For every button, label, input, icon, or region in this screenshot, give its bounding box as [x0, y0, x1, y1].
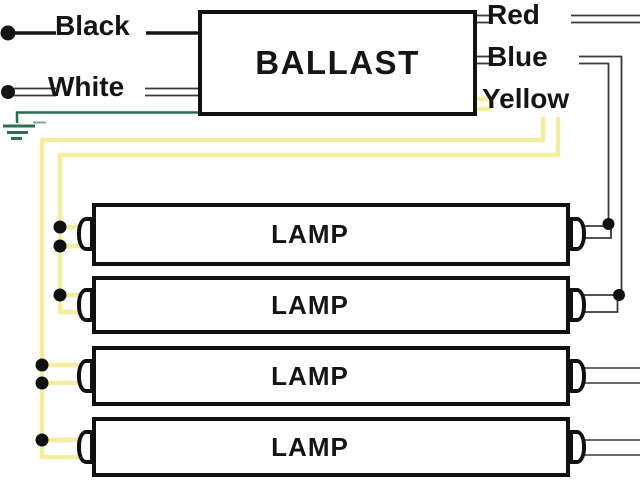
red-wire-label: Red: [487, 0, 540, 30]
lamp3-endcap-right: [569, 359, 586, 393]
ballast-box: BALLAST: [198, 10, 477, 116]
white-wire: [14, 87, 198, 97]
lamp2-endcap-right: [569, 288, 586, 322]
blue-wire: [477, 55, 623, 313]
red-wire: [477, 14, 640, 24]
lamp4-label: LAMP: [271, 431, 349, 462]
lamp-tube-1: LAMP: [92, 203, 570, 266]
lamp1-label: LAMP: [271, 219, 349, 249]
lamp2-label: LAMP: [271, 289, 349, 320]
white-wire-label: White: [48, 71, 125, 102]
lamp-tube-3: LAMP: [92, 346, 570, 406]
lamp3-label: LAMP: [271, 360, 349, 391]
ballast-label: BALLAST: [255, 44, 420, 81]
ground-icon: [3, 124, 35, 140]
black-wire-label: Black: [55, 10, 130, 41]
lamp-tube-4: LAMP: [92, 417, 570, 477]
terminal-dots: [0, 25, 16, 99]
blue-wire-label: Blue: [487, 41, 548, 72]
junction-dots: [35, 218, 625, 447]
yellow-wire-label: Yellow: [482, 83, 570, 114]
lamp1-endcap-right: [569, 217, 586, 251]
lamp34-right-leads: [583, 367, 640, 456]
lamp-tube-2: LAMP: [92, 276, 570, 334]
green-ground-wire: [15, 111, 198, 123]
lamp4-endcap-right: [569, 430, 586, 464]
